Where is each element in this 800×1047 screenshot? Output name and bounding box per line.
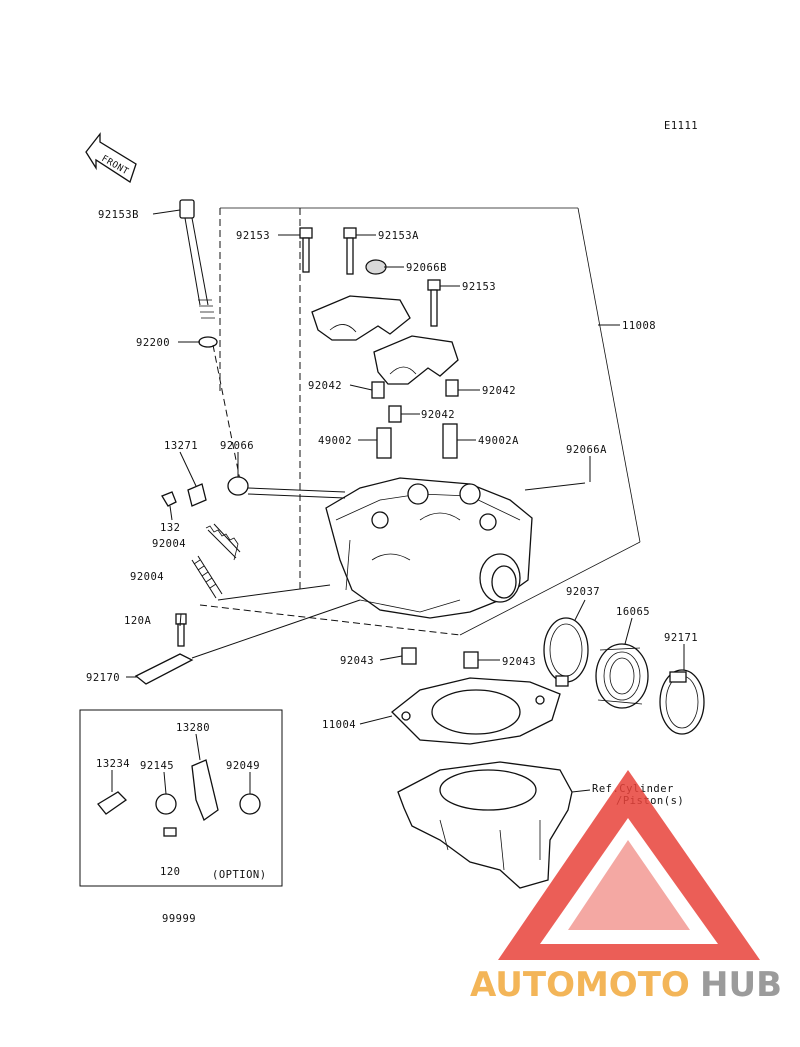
valve-guide-49002a: [442, 423, 458, 459]
intake-holder-16065: [595, 643, 649, 709]
label-92171: 92171: [664, 632, 698, 644]
leader-lines: [111, 209, 685, 795]
label-92043-left: 92043: [340, 655, 374, 667]
watermark-logo: AUTOMOTO HUB: [470, 770, 782, 1005]
label-11008: 11008: [622, 320, 656, 332]
label-92004-upper: 92004: [152, 538, 186, 550]
label-92043-right: 92043: [502, 656, 536, 668]
label-92066a: 92066A: [566, 444, 607, 456]
camshaft-cap-upper: [311, 295, 411, 341]
nipple-132: [161, 491, 177, 507]
label-13271: 13271: [164, 440, 198, 452]
label-92042-mid: 92042: [421, 409, 455, 421]
dowel-pin-92042-mid: [388, 405, 402, 423]
clamp-92037: [543, 617, 589, 687]
part-13271: [187, 483, 207, 507]
washer-92200: [198, 336, 218, 348]
valve-guide-49002: [376, 427, 392, 459]
label-92037: 92037: [566, 586, 600, 598]
label-99999: 99999: [162, 913, 196, 925]
bolt-92153b: [179, 199, 215, 319]
label-92066b: 92066B: [406, 262, 447, 274]
dowel-pin-92042-left: [371, 381, 385, 399]
plug-92066: [227, 476, 249, 496]
watermark-text-part1: AUTOMOTO: [470, 965, 690, 1005]
label-120: 120: [160, 866, 180, 878]
dowel-92043-left: [401, 647, 417, 665]
label-49002a: 49002A: [478, 435, 519, 447]
camshaft-cap-lower: [373, 335, 459, 385]
label-92066: 92066: [220, 440, 254, 452]
label-92042-right: 92042: [482, 385, 516, 397]
label-132: 132: [160, 522, 180, 534]
spring-92004-upper: [205, 523, 241, 561]
option-box: [79, 709, 283, 887]
option-parts: [97, 759, 261, 837]
bolt-92153a: [343, 227, 357, 275]
label-92153-right: 92153: [462, 281, 496, 293]
label-92153-left: 92153: [236, 230, 270, 242]
label-92145: 92145: [140, 760, 174, 772]
bolt-92153-right: [427, 279, 441, 327]
label-120a: 120A: [124, 615, 151, 627]
front-arrow-icon: FRONT: [85, 132, 137, 184]
label-92042-left: 92042: [308, 380, 342, 392]
cylinder-head-assembly-outline: [199, 207, 641, 636]
label-92153a: 92153A: [378, 230, 419, 242]
cylinder-block: [397, 761, 573, 889]
label-92200: 92200: [136, 337, 170, 349]
label-16065: 16065: [616, 606, 650, 618]
watermark-text-part2: HUB: [700, 965, 782, 1005]
label-49002: 49002: [318, 435, 352, 447]
dowel-pin-92042-right: [445, 379, 459, 397]
label-92004-lower: 92004: [130, 571, 164, 583]
clamp-92171: [659, 669, 705, 735]
dowel-92043-right: [463, 651, 479, 669]
spring-92004-lower: [191, 555, 223, 599]
label-92049: 92049: [226, 760, 260, 772]
label-13280: 13280: [176, 722, 210, 734]
head-gasket-11004: [391, 677, 561, 745]
plug-92066b: [365, 259, 387, 275]
bolt-92153-left: [299, 227, 313, 273]
label-13234: 13234: [96, 758, 130, 770]
label-option: (OPTION): [212, 869, 267, 881]
diagram-code: E1111: [664, 120, 698, 132]
cylinder-head: [325, 477, 533, 619]
label-92153b: 92153B: [98, 209, 139, 221]
label-92170: 92170: [86, 672, 120, 684]
label-11004: 11004: [322, 719, 356, 731]
plate-92170: [134, 653, 194, 685]
